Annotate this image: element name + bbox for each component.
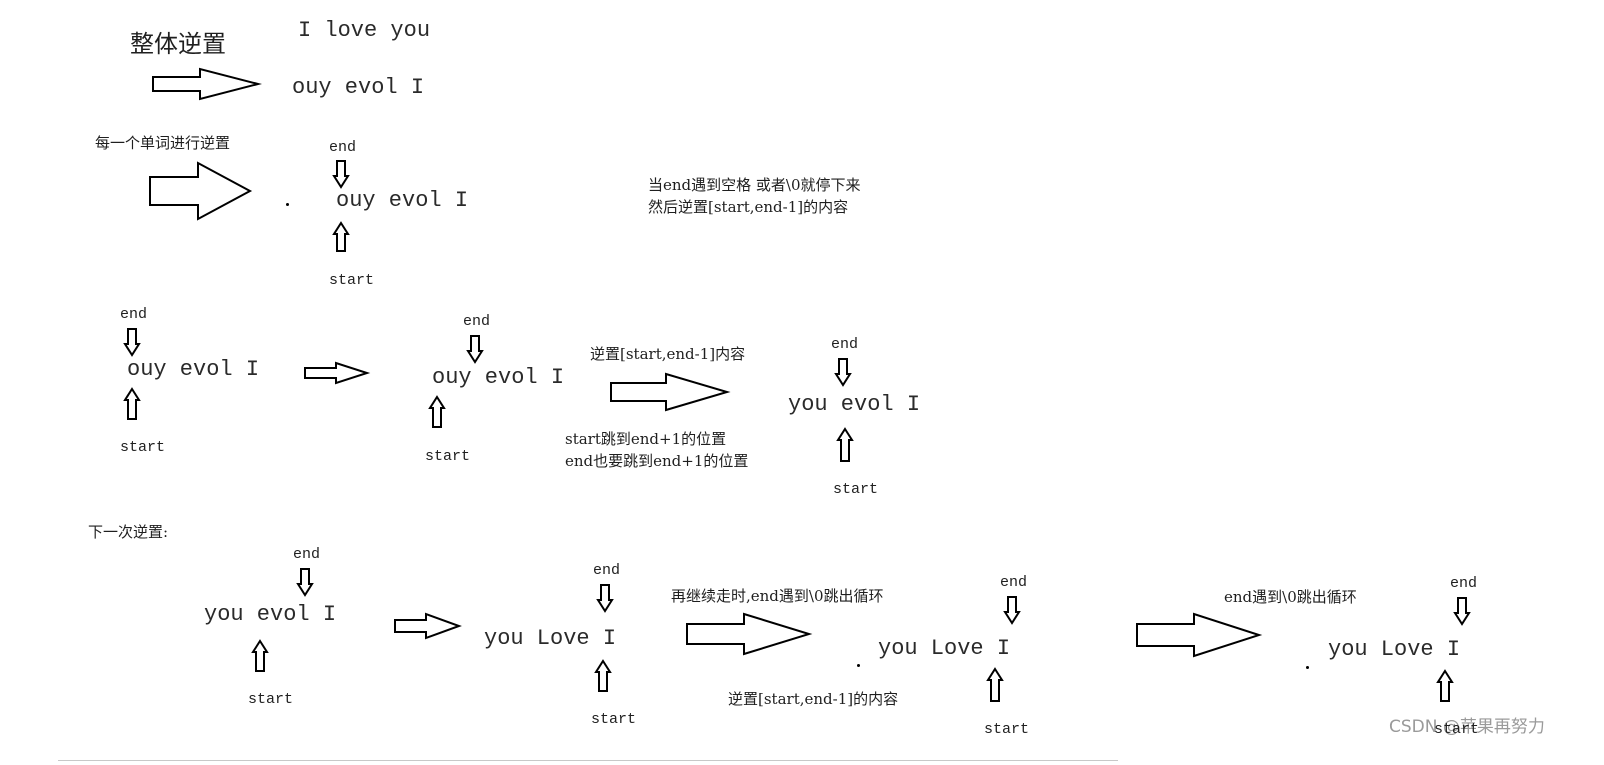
- next-reverse-label: 下一次逆置:: [88, 523, 169, 541]
- reverse-content-note: 逆置[start,end-1]的内容: [728, 690, 899, 708]
- start-label: start: [120, 439, 166, 456]
- up-arrow-icon: [332, 221, 350, 252]
- down-arrow-icon: [596, 584, 614, 613]
- up-arrow-icon: [251, 639, 269, 672]
- end-label: end: [593, 562, 621, 579]
- down-arrow-icon: [1003, 596, 1021, 625]
- end-label: end: [120, 306, 148, 323]
- end-label: end: [1000, 574, 1028, 591]
- original-string: I love you: [298, 18, 431, 43]
- step-word-reverse-label: 每一个单词进行逆置: [95, 134, 231, 152]
- end-label: end: [1450, 575, 1478, 592]
- up-arrow-icon: [594, 659, 612, 692]
- big-right-arrow-2: [149, 161, 253, 221]
- start-label: start: [591, 711, 637, 728]
- bottom-divider: [58, 760, 1118, 761]
- down-arrow-icon: [123, 328, 141, 357]
- down-arrow-icon: [466, 335, 484, 364]
- medium-right-arrow: [394, 612, 462, 640]
- jump-note-line1: start跳到end+1的位置: [565, 430, 727, 448]
- stop-condition-note-line2: 然后逆置[start,end-1]的内容: [648, 198, 849, 216]
- dot-marker: [857, 664, 860, 667]
- big-right-arrow-3: [610, 372, 731, 412]
- down-arrow-icon: [1453, 597, 1471, 626]
- up-arrow-icon: [1436, 669, 1454, 702]
- down-arrow-icon: [332, 160, 350, 189]
- string-state-2: ouy evol I: [432, 365, 565, 390]
- down-arrow-icon: [296, 568, 314, 597]
- string-state-3: you evol I: [204, 602, 337, 627]
- exit-note: end遇到\0跳出循环: [1224, 588, 1357, 606]
- string-state-4: you Love I: [878, 636, 1011, 661]
- end-label: end: [463, 313, 491, 330]
- stop-condition-note-line1: 当end遇到空格 或者\0就停下来: [648, 176, 861, 194]
- down-arrow-icon: [834, 358, 852, 387]
- up-arrow-icon: [428, 395, 446, 428]
- string-before-word-reverse: ouy evol I: [336, 188, 469, 213]
- continue-note: 再继续走时,end遇到\0跳出循环: [671, 587, 884, 605]
- string-after-first-word: you evol I: [788, 392, 921, 417]
- up-arrow-icon: [986, 667, 1004, 702]
- start-label: start: [1434, 721, 1480, 738]
- reverse-note: 逆置[start,end-1]内容: [590, 345, 746, 363]
- big-right-arrow-4: [686, 612, 813, 656]
- big-right-arrow-1: [152, 67, 262, 101]
- start-label: start: [329, 272, 375, 289]
- small-right-arrow: [304, 361, 371, 385]
- diagram-title: 整体逆置: [130, 30, 226, 58]
- string-after-second-word: you Love I: [484, 626, 617, 651]
- dot-marker: [1306, 666, 1309, 669]
- end-label: end: [293, 546, 321, 563]
- big-right-arrow-5: [1136, 612, 1263, 658]
- start-label: start: [984, 721, 1030, 738]
- reversed-string: ouy evol I: [292, 75, 425, 100]
- jump-note-line2: end也要跳到end+1的位置: [565, 452, 749, 470]
- dot-marker: [286, 203, 289, 206]
- watermark: CSDN @苹果再努力: [1389, 717, 1545, 737]
- end-label: end: [329, 139, 357, 156]
- string-state-1: ouy evol I: [127, 357, 260, 382]
- up-arrow-icon: [836, 427, 854, 462]
- start-label: start: [425, 448, 471, 465]
- start-label: start: [248, 691, 294, 708]
- end-label: end: [831, 336, 859, 353]
- string-final: you Love I: [1328, 637, 1461, 662]
- up-arrow-icon: [123, 387, 141, 420]
- start-label: start: [833, 481, 879, 498]
